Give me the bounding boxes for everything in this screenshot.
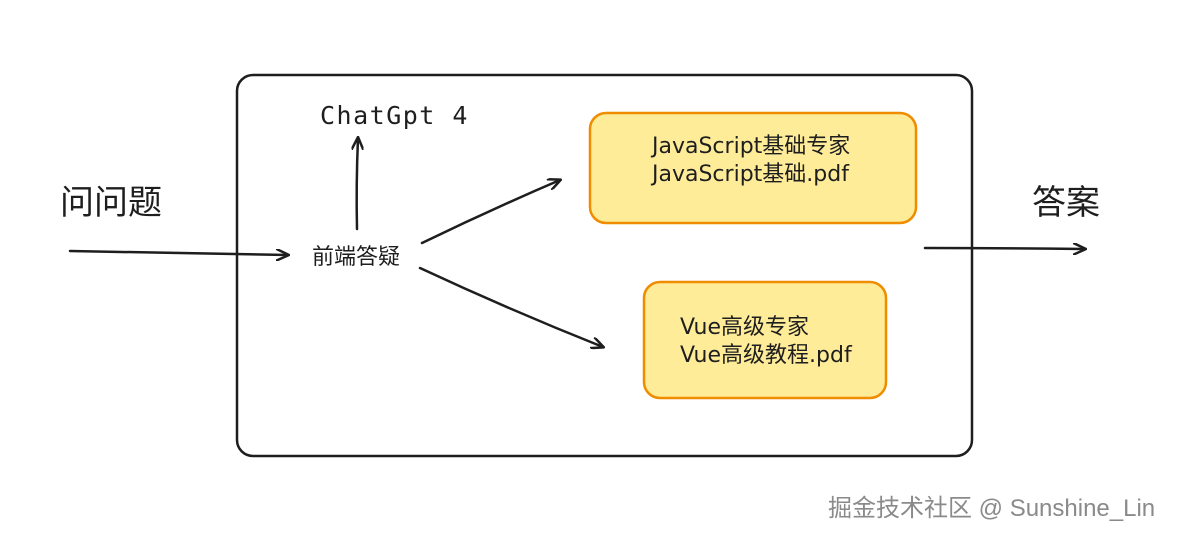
expert-file: Vue高级教程.pdf [680,343,852,368]
output-label: 答案 [1032,183,1100,223]
expert-text-vue: Vue高级专家 Vue高级教程.pdf [680,314,852,370]
expert-box-javascript [588,111,918,225]
router-label: 前端答疑 [312,245,401,270]
model-label: ChatGpt 4 [320,101,469,130]
expert-file: JavaScript基础.pdf [652,162,849,187]
expert-box-vue [642,280,888,400]
expert-title: JavaScript基础专家 [652,134,851,159]
model-arrow [357,138,358,231]
expert-title: Vue高级专家 [680,315,810,340]
javascript-arrow [420,180,560,245]
vue-arrow [418,266,603,347]
output-arrow [923,248,1085,249]
input-arrow [68,251,288,255]
input-label: 问问题 [60,183,162,223]
watermark: 掘金技术社区 @ Sunshine_Lin [828,495,1156,522]
system-container [235,73,974,458]
expert-text-javascript: JavaScript基础专家 JavaScript基础.pdf [652,133,850,189]
